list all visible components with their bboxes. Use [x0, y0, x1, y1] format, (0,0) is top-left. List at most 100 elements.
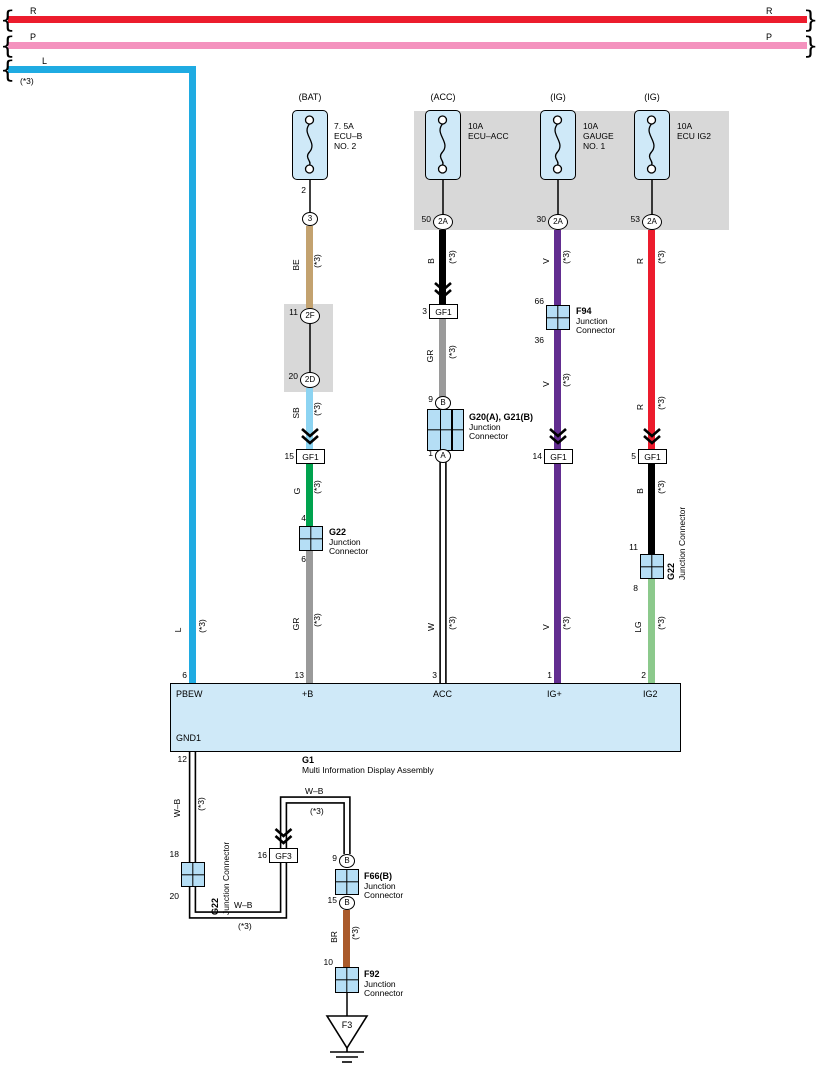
- fuse-rating: 10A: [468, 121, 484, 131]
- wire-note: (*3): [561, 616, 571, 630]
- g1-terminal-label: IG2: [643, 689, 658, 699]
- connector-oval-b: B: [339, 854, 355, 868]
- fuse-rating: 10A: [677, 121, 693, 131]
- wire-lg: [648, 579, 655, 683]
- junction-label: Connector: [329, 546, 369, 556]
- junction-name: F66(B): [364, 871, 393, 881]
- wire-b-acc: [439, 230, 446, 304]
- wire-l-vertical: [189, 66, 196, 683]
- pin-number: 12: [177, 754, 187, 764]
- fuse-name: ECU IG2: [677, 131, 712, 141]
- fuse-symbol: [552, 115, 563, 174]
- jc-grid-line: [439, 410, 442, 450]
- pin-number: 10: [323, 957, 333, 967]
- junction-name: G22: [210, 897, 220, 915]
- connector-gf3: GF3: [269, 848, 298, 863]
- fuse-name: ECU–ACC: [468, 131, 509, 141]
- pin-number: 36: [534, 335, 544, 345]
- pin-number: 9: [332, 853, 337, 863]
- wire-note: (*3): [197, 619, 207, 633]
- wire-color-label: W–B: [172, 798, 182, 818]
- fuse-rating: 10A: [583, 121, 599, 131]
- fuse-symbol: [437, 115, 448, 174]
- junction-connector-g22-gnd: [181, 862, 205, 887]
- pin-number: 4: [301, 513, 306, 523]
- junction-label: Junction: [364, 881, 396, 891]
- junction-connector-f94: [546, 305, 570, 330]
- wire-note: (*3): [561, 373, 571, 387]
- g1-terminal-label: +B: [302, 689, 314, 699]
- junction-label: Junction Connector: [221, 841, 231, 915]
- wire-b-ig2: [648, 464, 655, 554]
- connector-oval-2a: 2A: [433, 214, 453, 230]
- junction-label: Connector: [469, 431, 509, 441]
- connector-gf1-ig1: GF1: [544, 449, 573, 464]
- wire-note: (*3): [238, 921, 252, 931]
- wire-note: (*3): [561, 250, 571, 264]
- junction-label: Connector: [576, 325, 616, 335]
- fuse-name: GAUGE: [583, 131, 614, 141]
- junction-name: G20(A), G21(B): [469, 412, 534, 422]
- pin-number: 2: [641, 670, 646, 680]
- wire-note: (*3): [656, 616, 666, 630]
- wire-color-label: L: [42, 56, 48, 66]
- junction-label: Junction: [576, 316, 608, 326]
- junction-name-rotated: G22 Junction Connector: [666, 480, 688, 580]
- junction-connector-f92: [335, 967, 359, 993]
- connector-oval-b: B: [339, 896, 355, 910]
- wire-sb: [306, 388, 313, 449]
- wire-note: (*3): [312, 402, 322, 416]
- connector-oval-2a: 2A: [548, 214, 568, 230]
- fuse-header-ig2: (IG): [644, 92, 660, 102]
- connector-gf1-ig2: GF1: [638, 449, 667, 464]
- g1-terminal-label: IG+: [547, 689, 562, 699]
- g1-terminal-label: PBEW: [176, 689, 203, 699]
- connector-oval-b: B: [435, 396, 451, 410]
- junction-label: Junction: [329, 537, 361, 547]
- wire-break-mark: {: [0, 6, 16, 34]
- pin-number: 2: [301, 185, 306, 195]
- fuse-name: NO. 2: [334, 141, 357, 151]
- wire-color-label: SB: [291, 407, 301, 419]
- jc-grid-line: [346, 870, 348, 894]
- junction-connector-g22-ig2: [640, 554, 664, 579]
- pin-number: 3: [422, 306, 427, 316]
- wire-gr-acc: [439, 319, 446, 397]
- wire-v2: [554, 330, 561, 449]
- wire-color-label: R: [766, 6, 773, 16]
- jc-grid-line: [557, 306, 559, 329]
- pin-number: 53: [630, 214, 640, 224]
- wire-color-label: P: [766, 32, 773, 42]
- wire-color-label: W–B: [234, 900, 253, 910]
- junction-connector-f66b: [335, 869, 359, 895]
- pin-number: 13: [294, 670, 304, 680]
- wire-r-ig2: [648, 230, 655, 449]
- pin-number: 6: [301, 554, 306, 564]
- wire-color-label: V: [541, 381, 551, 387]
- pin-number: 15: [284, 451, 294, 461]
- wire-color-label: B: [635, 488, 645, 494]
- wire-break-mark: {: [0, 32, 16, 60]
- wire-gr-bat: [306, 551, 313, 683]
- arrow-b-acc-icon: [434, 282, 452, 299]
- wire-p-bus: [8, 42, 807, 49]
- junction-label: Connector: [364, 988, 404, 998]
- junction-name: F92: [364, 969, 380, 979]
- pin-number: 1: [428, 448, 433, 458]
- g1-name: G1: [302, 755, 315, 765]
- junction-label: Junction: [469, 422, 501, 432]
- connector-gf1-acc: GF1: [429, 304, 458, 319]
- pin-number: 1: [547, 670, 552, 680]
- wire-color-label: V: [541, 258, 551, 264]
- wire-color-label: R: [30, 6, 37, 16]
- junction-name: G22: [666, 562, 676, 580]
- pin-number: 20: [288, 371, 298, 381]
- pin-number: 14: [532, 451, 542, 461]
- junction-name-rotated: G22 Junction Connector: [210, 815, 232, 915]
- connector-oval-2a: 2A: [642, 214, 662, 230]
- wire-color-label: W: [426, 622, 436, 632]
- connector-oval-2d: 2D: [300, 372, 320, 388]
- jc-grid-line: [428, 429, 463, 431]
